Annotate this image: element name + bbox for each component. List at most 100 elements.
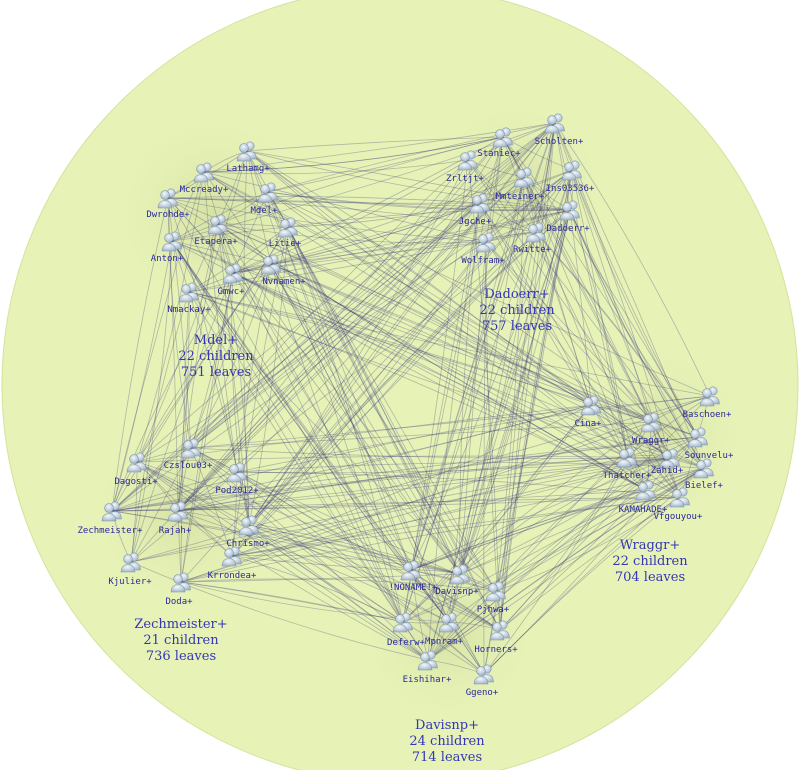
node-zechmeister-4[interactable]: Rajah+ xyxy=(159,501,192,536)
inter-edge-wraggr-davisnp xyxy=(483,496,681,675)
node-label: Zechmeister+ xyxy=(77,526,143,536)
node-mdel-4[interactable]: Etapera+ xyxy=(194,214,238,247)
node-label: Cina+ xyxy=(574,419,602,429)
node-davisnp-0[interactable]: !NONAME!+ xyxy=(389,560,438,593)
inter-edge-mdel-dadoerr xyxy=(203,159,469,175)
node-davisnp-2[interactable]: Pjhwa+ xyxy=(477,581,510,615)
inter-edge-wraggr-zechmeister xyxy=(111,496,681,512)
node-label: Sounvelu+ xyxy=(685,451,734,461)
inter-edge-mdel-zechmeister xyxy=(136,263,272,463)
inter-edge-mdel-dadoerr xyxy=(267,136,504,193)
inter-edge-dadoerr-davisnp xyxy=(499,209,571,631)
node-mdel-5[interactable]: Litie+ xyxy=(269,217,302,249)
inter-edge-wraggr-davisnp xyxy=(459,456,628,575)
node-mdel-9[interactable]: Nmackay+ xyxy=(167,282,211,315)
node-label: KAMAHADE+ xyxy=(619,505,668,515)
inter-edge-mdel-dadoerr xyxy=(167,195,481,204)
node-wraggr-6[interactable]: Bielef+ xyxy=(685,458,724,491)
node-zechmeister-3[interactable]: Zechmeister+ xyxy=(77,501,143,536)
inter-edge-dadoerr-wraggr xyxy=(523,176,681,498)
node-mdel-6[interactable]: Anton+ xyxy=(151,231,184,264)
node-wraggr-8[interactable]: Vfgouyou+ xyxy=(654,487,703,522)
node-dadoerr-5[interactable]: Jgche+ xyxy=(459,193,492,227)
node-mdel-8[interactable]: Gmwc+ xyxy=(217,263,245,297)
node-wraggr-5[interactable]: Thatcher+ xyxy=(603,447,652,481)
intra-edge-dadoerr xyxy=(535,122,556,233)
node-davisnp-7[interactable]: Ggeno+ xyxy=(466,664,499,698)
node-davisnp-1[interactable]: Davisnp+ xyxy=(435,564,479,597)
node-mdel-0[interactable]: Lathamg+ xyxy=(226,141,270,174)
inter-edge-mdel-dadoerr xyxy=(246,150,571,211)
inter-edge-wraggr-zechmeister xyxy=(236,471,681,498)
inter-edge-mdel-dadoerr xyxy=(270,209,571,265)
inter-edge-dadoerr-zechmeister xyxy=(111,122,556,512)
inter-edge-dadoerr-zechmeister xyxy=(231,122,556,557)
inter-edge-dadoerr-zechmeister xyxy=(111,122,556,512)
inter-edge-mdel-davisnp xyxy=(188,291,429,661)
inter-edge-davisnp-zechmeister xyxy=(136,461,412,571)
node-label: Baschoen+ xyxy=(683,410,732,420)
node-dadoerr-4[interactable]: Mmteiner+ xyxy=(496,167,545,202)
inter-edge-dadoerr-zechmeister xyxy=(177,136,504,512)
node-label: Rwitte+ xyxy=(513,245,552,255)
inter-edge-mdel-dadoerr xyxy=(246,136,504,152)
node-davisnp-6[interactable]: Eishihar+ xyxy=(403,650,452,685)
node-zechmeister-6[interactable]: Kjulier+ xyxy=(108,552,152,587)
inter-edge-wraggr-davisnp xyxy=(495,467,705,592)
node-label: Pod2012+ xyxy=(215,486,259,496)
node-wraggr-3[interactable]: Sounvelu+ xyxy=(685,427,734,461)
node-zechmeister-2[interactable]: Pod2012+ xyxy=(215,462,259,496)
node-mdel-2[interactable]: Dwrohde+ xyxy=(146,188,190,220)
inter-edge-dadoerr-wraggr xyxy=(535,231,681,498)
inter-edge-dadoerr-zechmeister xyxy=(231,241,487,557)
inter-edge-mdel-davisnp xyxy=(270,263,497,592)
node-label: Wraggr+ xyxy=(632,436,671,446)
node-davisnp-4[interactable]: Mpnram+ xyxy=(425,612,464,647)
node-dadoerr-2[interactable]: Zrltjt+ xyxy=(446,150,485,184)
node-wraggr-0[interactable]: Cina+ xyxy=(574,395,602,429)
inter-edge-wraggr-zechmeister xyxy=(177,457,671,512)
inter-edge-mdel-zechmeister xyxy=(171,240,250,526)
inter-edge-wraggr-zechmeister xyxy=(111,496,681,512)
node-wraggr-4[interactable]: Zahid+ xyxy=(651,448,684,476)
node-dadoerr-3[interactable]: Ins03536+ xyxy=(546,160,595,194)
node-dadoerr-8[interactable]: Wolfram+ xyxy=(461,232,505,266)
inter-edge-mdel-wraggr xyxy=(188,291,711,397)
node-wraggr-1[interactable]: Baschoen+ xyxy=(683,386,732,420)
node-davisnp-5[interactable]: Horners+ xyxy=(474,620,518,655)
inter-edge-wraggr-zechmeister xyxy=(177,436,699,512)
node-dadoerr-1[interactable]: Staniec+ xyxy=(477,127,521,159)
node-label: Wolfram+ xyxy=(461,256,505,266)
inter-edge-dadoerr-zechmeister xyxy=(177,176,525,512)
inter-edge-wraggr-zechmeister xyxy=(236,457,671,474)
node-dadoerr-7[interactable]: Rwitte+ xyxy=(513,222,552,255)
node-mdel-7[interactable]: Nvnamen+ xyxy=(260,254,306,287)
inter-edge-mdel-dadoerr xyxy=(203,136,504,173)
node-mdel-1[interactable]: Mccready+ xyxy=(180,162,229,195)
inter-edge-dadoerr-wraggr xyxy=(569,209,705,469)
inter-edge-wraggr-davisnp xyxy=(499,456,628,631)
inter-edge-wraggr-zechmeister xyxy=(177,404,592,512)
node-zechmeister-1[interactable]: Dagosti+ xyxy=(114,452,158,487)
inter-edge-dadoerr-davisnp xyxy=(427,202,481,661)
node-davisnp-3[interactable]: Deferw+ xyxy=(387,612,426,648)
node-dadoerr-0[interactable]: Scholten+ xyxy=(535,113,584,147)
node-zechmeister-0[interactable]: Czslou03+ xyxy=(164,438,213,471)
node-label: Zahid+ xyxy=(651,466,684,476)
inter-edge-mdel-davisnp xyxy=(287,226,450,623)
inter-edge-dadoerr-zechmeister xyxy=(177,159,469,512)
inter-edge-dadoerr-davisnp xyxy=(427,209,571,661)
node-wraggr-2[interactable]: Wraggr+ xyxy=(632,412,671,446)
node-dadoerr-6[interactable]: Dadoerr+ xyxy=(546,200,590,234)
inter-edge-dadoerr-davisnp xyxy=(410,169,573,571)
intra-edge-dadoerr xyxy=(479,202,571,211)
node-mdel-3[interactable]: Mdel+ xyxy=(250,182,278,216)
node-zechmeister-8[interactable]: Doda+ xyxy=(165,572,193,607)
node-label: Gmwc+ xyxy=(217,287,245,297)
node-zechmeister-7[interactable]: Krrondea+ xyxy=(208,546,257,581)
node-wraggr-7[interactable]: KAMAHADE+ xyxy=(619,480,668,515)
node-zechmeister-5[interactable]: Chrismo+ xyxy=(226,515,270,549)
node-label: Czslou03+ xyxy=(164,461,213,471)
inter-edge-mdel-wraggr xyxy=(246,150,628,458)
